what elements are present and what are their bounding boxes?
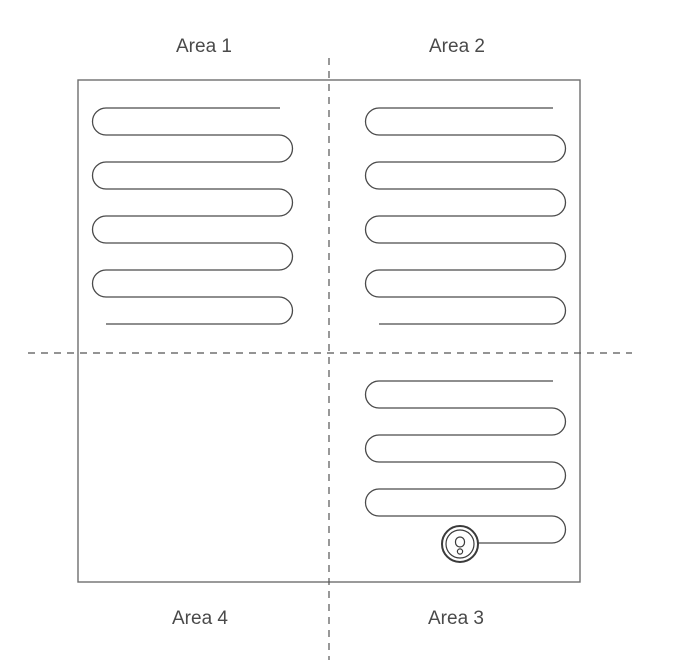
area-3-label: Area 3 xyxy=(428,608,484,629)
area-2-label: Area 2 xyxy=(429,36,485,57)
area-4-label: Area 4 xyxy=(172,608,228,629)
area-2-cleaning-path xyxy=(364,107,567,325)
robot-vacuum-icon xyxy=(441,525,479,563)
area-1-label: Area 1 xyxy=(176,36,232,57)
area-1-cleaning-path xyxy=(91,107,294,325)
area-3-cleaning-path xyxy=(364,380,567,544)
